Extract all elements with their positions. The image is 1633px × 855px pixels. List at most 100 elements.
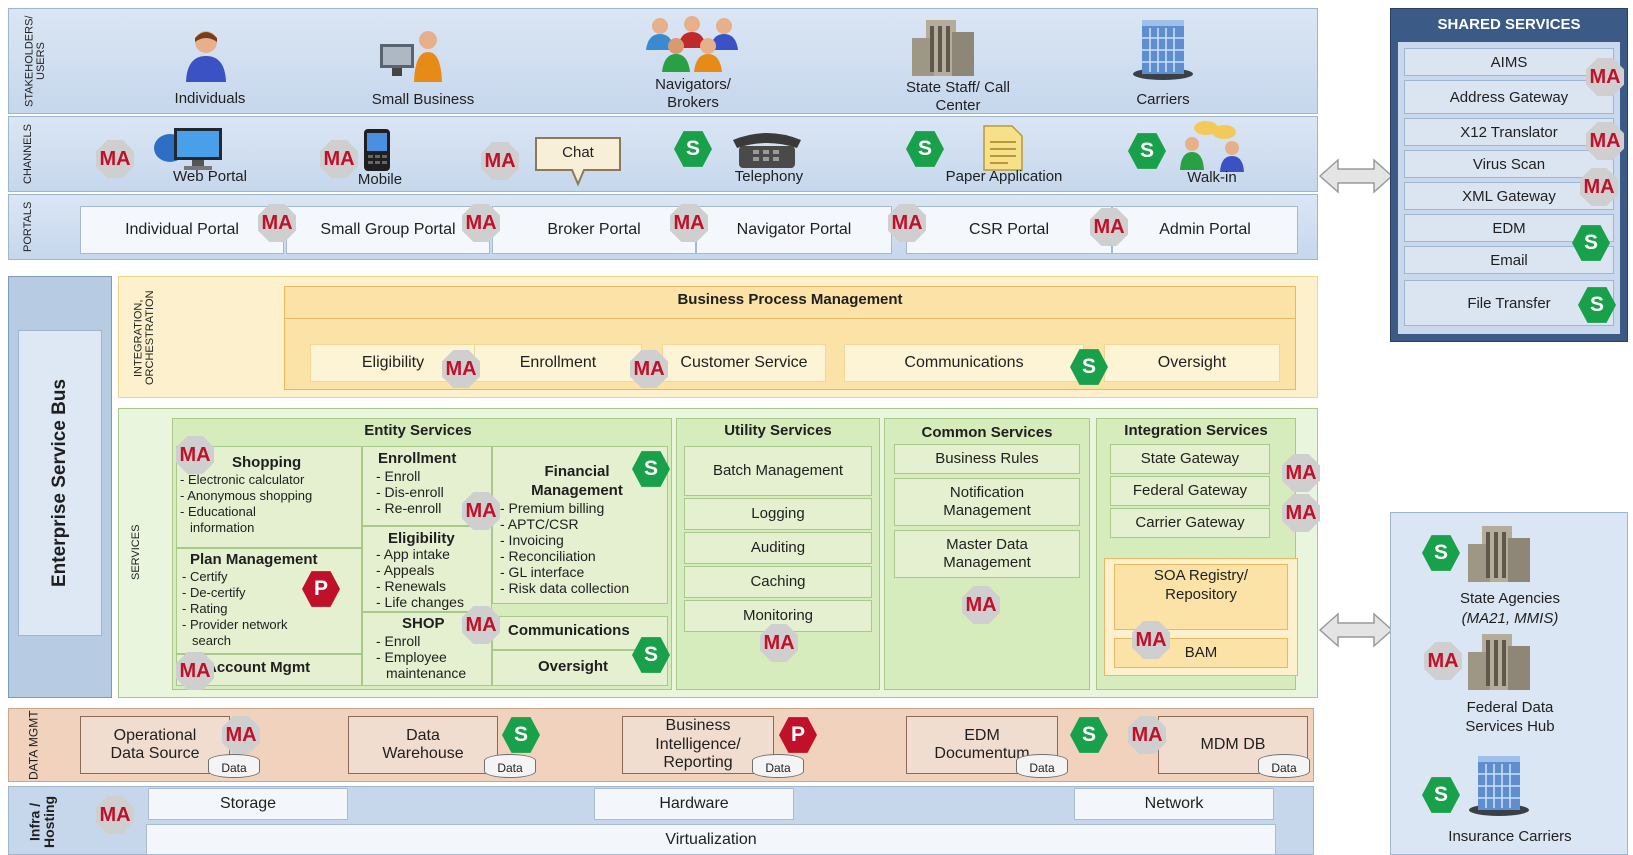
portal-csr[interactable]: CSR Portal <box>906 206 1112 254</box>
oversight-title: Oversight <box>538 658 609 675</box>
chat-bubble-icon: Chat <box>532 134 624 187</box>
bpm-title: Business Process Management <box>677 291 903 308</box>
ma-badge: MA <box>442 350 480 388</box>
bam-label: BAM <box>1184 644 1218 661</box>
shared-aims[interactable]: AIMS <box>1404 48 1614 76</box>
portal-broker[interactable]: Broker Portal <box>492 206 696 254</box>
ma-badge: MA <box>1424 642 1462 680</box>
s-badge: S <box>1128 133 1166 169</box>
channel-label-paper-application: Paper Application <box>945 168 1063 185</box>
data-edm-documentum[interactable]: EDM Documentum <box>906 716 1058 774</box>
shared-address-gateway[interactable]: Address Gateway <box>1404 80 1614 114</box>
data-business-intelligence[interactable]: Business Intelligence/ Reporting <box>622 716 774 774</box>
ma-badge: MA <box>222 716 260 754</box>
portal-admin[interactable]: Admin Portal <box>1112 206 1298 254</box>
bpm-item-customer-service[interactable]: Customer Service <box>662 344 826 382</box>
ma-badge: MA <box>481 142 519 180</box>
stakeholder-label-carriers: Carriers <box>1136 91 1190 108</box>
ma-badge: MA <box>1586 122 1624 160</box>
ma-badge: MA <box>1282 494 1320 532</box>
common-notification-management[interactable]: Notification Management <box>894 478 1080 526</box>
eligibility-box <box>362 526 492 612</box>
financial-management-items: - Premium billing - APTC/CSR - Invoicing… <box>500 500 630 596</box>
person-icon <box>186 31 226 82</box>
infra-virtualization[interactable]: Virtualization <box>146 824 1276 855</box>
infra-network[interactable]: Network <box>1074 788 1274 820</box>
s-badge: S <box>1572 225 1610 261</box>
integration-carrier-gateway[interactable]: Carrier Gateway <box>1110 508 1270 538</box>
data-cylinder-icon: Data <box>484 754 536 778</box>
s-badge: S <box>1422 535 1460 571</box>
bpm-item-enrollment[interactable]: Enrollment <box>474 344 642 382</box>
utility-logging[interactable]: Logging <box>684 498 872 530</box>
financial-management-title: Financial Management <box>531 463 623 499</box>
entity-services-title: Entity Services <box>364 422 472 439</box>
integration-state-gateway[interactable]: State Gateway <box>1110 444 1270 474</box>
s-badge: S <box>1070 349 1108 385</box>
ma-badge: MA <box>888 204 926 242</box>
utility-services-title: Utility Services <box>724 422 832 439</box>
eligibility-items: - App intake - Appeals - Renewals - Life… <box>376 546 464 610</box>
ma-badge: MA <box>462 606 500 644</box>
infra-hardware[interactable]: Hardware <box>594 788 794 820</box>
shared-xml-gateway[interactable]: XML Gateway <box>1404 182 1614 210</box>
shared-virus-scan[interactable]: Virus Scan <box>1404 150 1614 178</box>
utility-monitoring[interactable]: Monitoring <box>684 600 872 632</box>
bpm-item-communications[interactable]: Communications <box>844 344 1084 382</box>
chat-label: Chat <box>562 144 594 161</box>
shop-items: - Enroll - Employee maintenance <box>376 633 467 681</box>
ma-badge: MA <box>1282 454 1320 492</box>
esb-label: Enterprise Service Bus <box>49 378 71 588</box>
glass-tower-icon <box>1133 20 1193 80</box>
ma-badge: MA <box>96 796 134 834</box>
common-master-data-management[interactable]: Master Data Management <box>894 530 1080 578</box>
ma-badge: MA <box>258 204 296 242</box>
double-arrow-icon <box>1318 158 1394 194</box>
portal-individual[interactable]: Individual Portal <box>80 206 284 254</box>
utility-auditing[interactable]: Auditing <box>684 532 872 564</box>
ma-badge: MA <box>1128 716 1166 754</box>
external-federal-hub-label: Federal Data Services Hub <box>1465 699 1555 735</box>
business-person-computer-icon <box>380 31 442 82</box>
paper-document-icon <box>983 125 1023 171</box>
shared-x12-translator[interactable]: X12 Translator <box>1404 118 1614 146</box>
common-business-rules[interactable]: Business Rules <box>894 444 1080 474</box>
common-services-title: Common Services <box>921 424 1053 441</box>
building-icon <box>1468 526 1530 582</box>
row-label-infra: Infra / Hosting <box>26 795 57 849</box>
row-label-services: SERVICES <box>130 524 143 580</box>
plan-management-items: - Certify - De-certify - Rating - Provid… <box>182 569 288 648</box>
row-label-channels: CHANNELS <box>22 124 35 184</box>
row-label-integration: INTEGRATION, ORCHESTRATION <box>132 290 156 386</box>
portal-small-group[interactable]: Small Group Portal <box>286 206 490 254</box>
infra-storage[interactable]: Storage <box>148 788 348 820</box>
soa-registry-box <box>1114 564 1288 630</box>
eligibility-title: Eligibility <box>388 530 455 547</box>
bpm-item-oversight[interactable]: Oversight <box>1104 344 1280 382</box>
ma-badge: MA <box>1132 621 1170 659</box>
communications-title: Communications <box>508 622 630 639</box>
row-label-portals: PORTALS <box>22 201 35 253</box>
shared-file-transfer[interactable]: File Transfer <box>1404 280 1614 326</box>
external-state-agencies-label: State Agencies <box>1459 590 1561 607</box>
soa-registry-label[interactable]: SOA Registry/ Repository <box>1153 567 1249 603</box>
channels-band <box>8 116 1318 192</box>
portal-navigator[interactable]: Navigator Portal <box>696 206 892 254</box>
office-building-icon <box>912 20 974 76</box>
utility-batch-management[interactable]: Batch Management <box>684 446 872 496</box>
channel-label-walk-in: Walk-in <box>1187 169 1237 186</box>
integration-federal-gateway[interactable]: Federal Gateway <box>1110 476 1270 506</box>
stakeholder-label-state-staff: State Staff/ Call Center <box>906 79 1010 114</box>
computer-monitor-icon <box>154 128 222 170</box>
communications-box <box>492 616 668 650</box>
data-cylinder-icon: Data <box>752 754 804 778</box>
ma-badge: MA <box>462 492 500 530</box>
data-warehouse[interactable]: Data Warehouse <box>348 716 498 774</box>
channel-label-telephony: Telephony <box>734 168 804 185</box>
esb-inner <box>18 330 102 636</box>
utility-caching[interactable]: Caching <box>684 566 872 598</box>
stakeholder-label-navigators: Navigators/ Brokers <box>655 76 731 111</box>
glass-tower-icon <box>1469 756 1529 816</box>
ma-badge: MA <box>176 436 214 474</box>
shopping-title: Shopping <box>232 454 302 471</box>
